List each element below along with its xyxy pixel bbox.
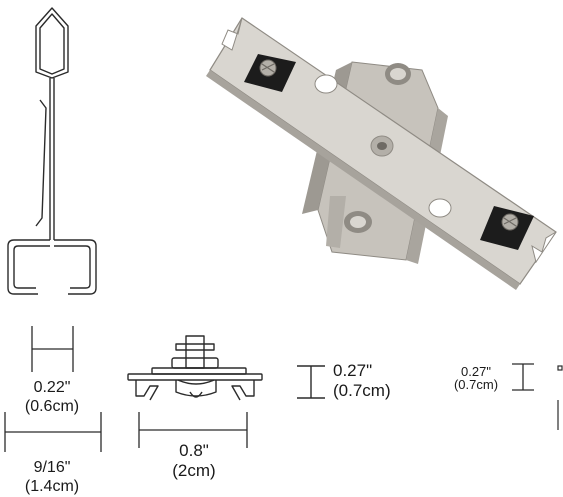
clip-height-cm: (0.7cm): [333, 381, 391, 400]
clip-width-cm: (2cm): [172, 461, 215, 480]
rail-width-inch: 9/16": [34, 459, 71, 476]
t-bar-rail-profile: [7, 7, 97, 295]
side-height-cm: (0.7cm): [454, 377, 498, 392]
side-height-dimension: [512, 363, 534, 391]
clip-width-inch: 0.8": [179, 441, 209, 460]
slot-width-dimension: [31, 326, 74, 372]
front-long-plate: [206, 17, 557, 290]
clip-side-drawing: [127, 335, 263, 401]
rail-width-cm: (1.4cm): [25, 478, 79, 495]
clip-height-dimension: [297, 365, 325, 399]
slot-width-inch: 0.22": [34, 379, 71, 396]
slot-width-cm: (0.6cm): [25, 398, 79, 415]
clip-height-inch: 0.27": [333, 361, 372, 380]
rail-width-dimension: [4, 412, 102, 452]
cropped-drawing-edge: [557, 365, 563, 430]
clip-product-photo: [206, 17, 557, 290]
clip-width-dimension: [138, 412, 248, 448]
side-height-inch: 0.27": [461, 364, 491, 379]
